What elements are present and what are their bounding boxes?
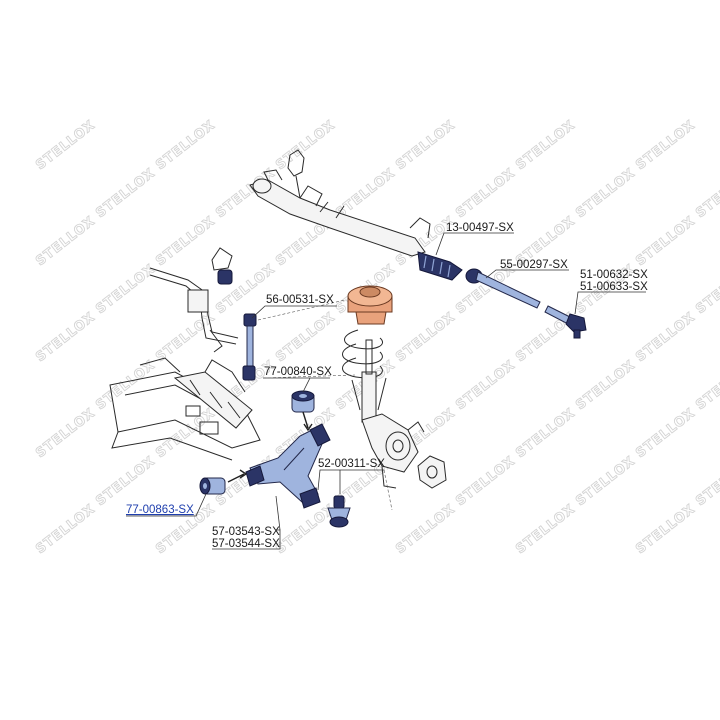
part-label-rack[interactable]: 13-00497-SX [446,222,514,234]
watermark-text-42: STELLOX [93,454,158,509]
watermark-text-24: STELLOX [33,310,98,365]
watermark-text-1: STELLOX [153,118,218,173]
upper-bushing-part [291,390,315,413]
watermark-text-26: STELLOX [273,310,338,365]
watermark-text-29: STELLOX [633,310,698,365]
part-label-ball-joint[interactable]: 52-00311-SX [318,458,385,470]
highlighted-parts [199,251,587,528]
watermark-text-27: STELLOX [393,310,458,365]
assembly-sketch [109,149,447,489]
watermark-text-36: STELLOX [33,406,98,461]
watermark-text-23: STELLOX [693,262,720,317]
watermark-text-5: STELLOX [633,118,698,173]
watermark-text-51: STELLOX [393,502,458,557]
part-label-stabilizer-link[interactable]: 56-00531-SX [266,294,334,306]
part-label-lower-bushing[interactable]: 77-00863-SX [126,504,194,516]
part-label-control-arm-right[interactable]: 57-03544-SX [212,538,280,550]
watermark-text-40: STELLOX [513,406,578,461]
watermark-text-18: STELLOX [93,262,158,317]
watermark-text-52: STELLOX [513,502,578,557]
watermark-text-33: STELLOX [453,358,518,413]
watermark-text-11: STELLOX [693,166,720,221]
watermark-text-9: STELLOX [453,166,518,221]
part-label-control-arm-left[interactable]: 57-03543-SX [212,526,280,538]
watermark-text-8: STELLOX [333,166,398,221]
tie-rod-end-part [544,305,587,339]
strut-mount-part [347,285,393,325]
watermark-text-47: STELLOX [693,454,720,509]
leader-lines [126,232,646,550]
watermark-text-48: STELLOX [33,502,98,557]
control-arm-part [245,423,331,509]
stabilizer-link-part [242,313,257,381]
lower-bushing-part [199,477,226,495]
tie-rod-part [465,268,541,309]
watermark-text-35: STELLOX [693,358,720,413]
ball-joint-part [327,495,351,528]
watermark-text-45: STELLOX [453,454,518,509]
watermark-text-41: STELLOX [633,406,698,461]
watermark-text-34: STELLOX [573,358,638,413]
watermark-text-12: STELLOX [33,214,98,269]
rack-boot-part [417,251,463,281]
watermark-text-13: STELLOX [153,214,218,269]
watermark-text-30: STELLOX [93,358,158,413]
watermark-text-53: STELLOX [633,502,698,557]
part-label-tie-end-right[interactable]: 51-00633-SX [580,281,648,293]
watermark-text-0: STELLOX [33,118,98,173]
watermark-text-17: STELLOX [633,214,698,269]
watermark-text-6: STELLOX [93,166,158,221]
part-label-tie-rod[interactable]: 55-00297-SX [500,259,568,271]
watermark-text-3: STELLOX [393,118,458,173]
watermark-text-46: STELLOX [573,454,638,509]
watermark-text-2: STELLOX [273,118,338,173]
watermark-text-10: STELLOX [573,166,638,221]
part-labels: 13-00497-SX 55-00297-SX 51-00632-SX 51-0… [126,222,648,550]
stabilizer-bushing-part [217,269,233,285]
part-label-upper-bushing[interactable]: 77-00840-SX [264,366,332,378]
part-label-tie-end-left[interactable]: 51-00632-SX [580,269,648,281]
watermark-text-4: STELLOX [513,118,578,173]
